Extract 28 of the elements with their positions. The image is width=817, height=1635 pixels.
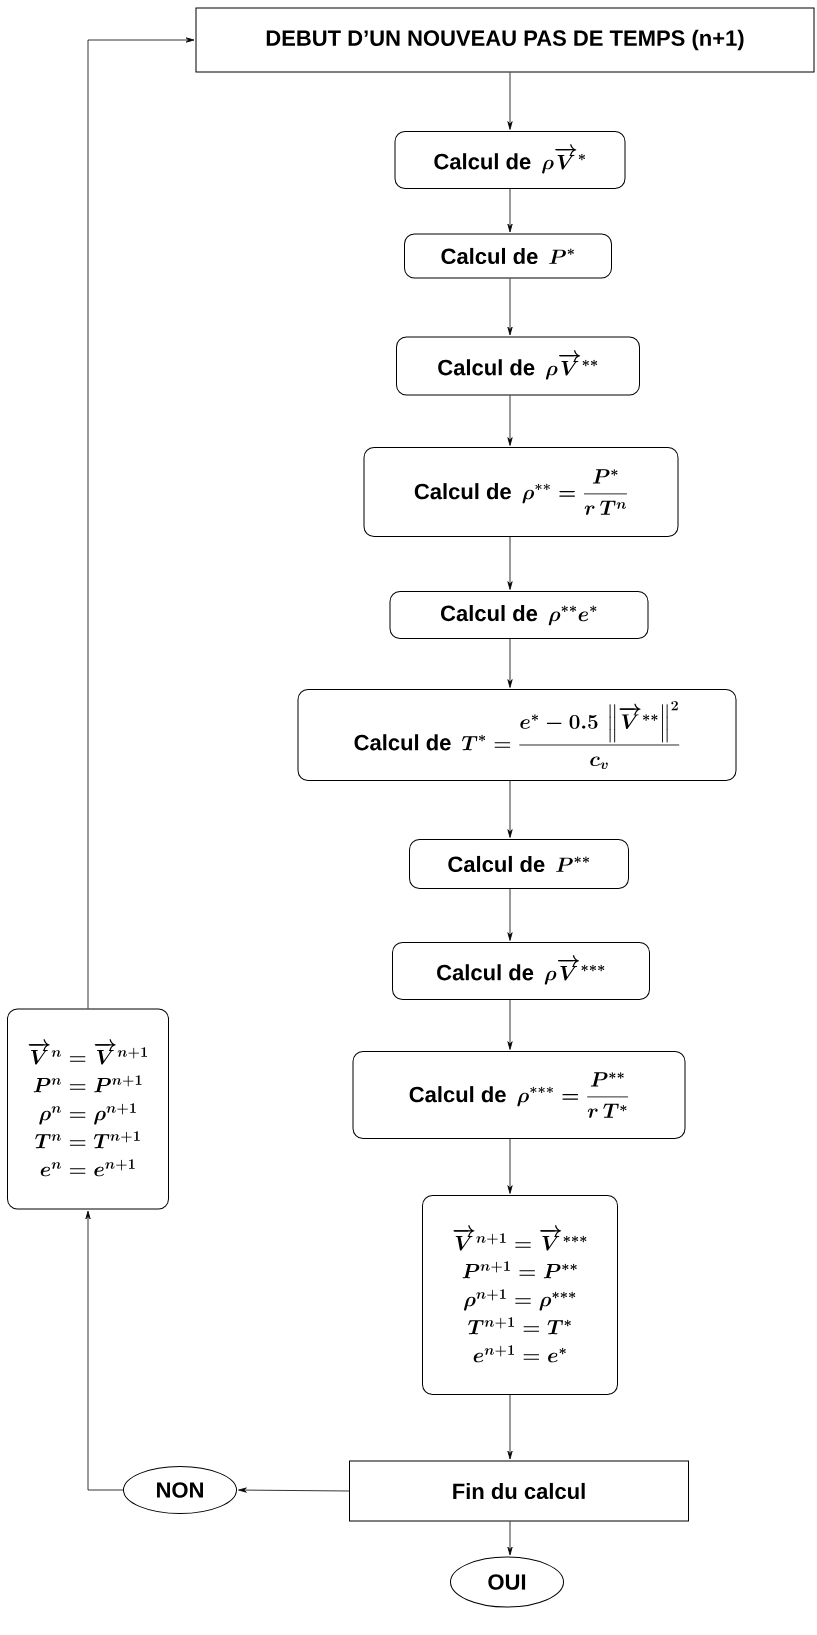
arrow (85, 1210, 124, 1491)
arrow (507, 888, 513, 941)
process-box: Calcul de $\rho\overrightarrow{V}^{***}$ (392, 942, 650, 1000)
title-box: DEBUT D’UN NOUVEAU PAS DE TEMPS (n+1) (195, 7, 815, 73)
arrow (238, 1487, 350, 1493)
process-box: Calcul de $\rho^{**} = \frac{P^{*}}{r\,T^{n}}$ (363, 447, 679, 537)
arrow (507, 536, 513, 590)
end-box: Fin du calcul (349, 1460, 689, 1522)
process-box: Calcul de $P^{**}$ (409, 839, 629, 889)
arrow (507, 278, 513, 336)
process-box: Calcul de $\rho^{***} = \frac{P^{**}}{r\,T^{*}}$ (352, 1051, 686, 1139)
process-box: Calcul de $P^{*}$ (404, 233, 612, 279)
update-box: $\overrightarrow{V}^{n+1} = \overrightarrow{V}^{***}$ $P^{n+1} = P^{**}$ $\rho^{n+1} = \rho^{***}$ $T^{n+1} = T^{*}$ $e^{n+1} = e^{*}$ (422, 1195, 618, 1395)
arrow (87, 37, 195, 1009)
arrow (507, 1394, 513, 1460)
process-box: Calcul de $\rho\overrightarrow{V}^{**}$ (396, 336, 640, 396)
update-box: $\overrightarrow{V}^{n} = \overrightarrow{V}^{n+1}$ $P^{n} = P^{n+1}$ $\rho^{n} = \rho^{n+1}$ $T^{n} = T^{n+1}$ $e^{n} = e^{n+1}$ (7, 1008, 169, 1210)
process-box: Calcul de $\rho^{**}e^{*}$ (389, 591, 649, 639)
arrow (507, 1521, 513, 1556)
arrow (507, 638, 513, 688)
arrow (507, 780, 513, 838)
arrow (507, 1138, 513, 1194)
process-box: Calcul de $\rho\overrightarrow{V}^{*}$ (394, 131, 626, 189)
arrow (507, 395, 513, 446)
arrow (507, 188, 513, 233)
process-box: Calcul de $T^{*} = \frac{e^{*} - 0.5\,\left\|\overrightarrow{V}^{**}\right\|^{2}}{c_{v}}$ (297, 689, 737, 781)
arrow (507, 72, 513, 130)
arrow (507, 999, 513, 1050)
